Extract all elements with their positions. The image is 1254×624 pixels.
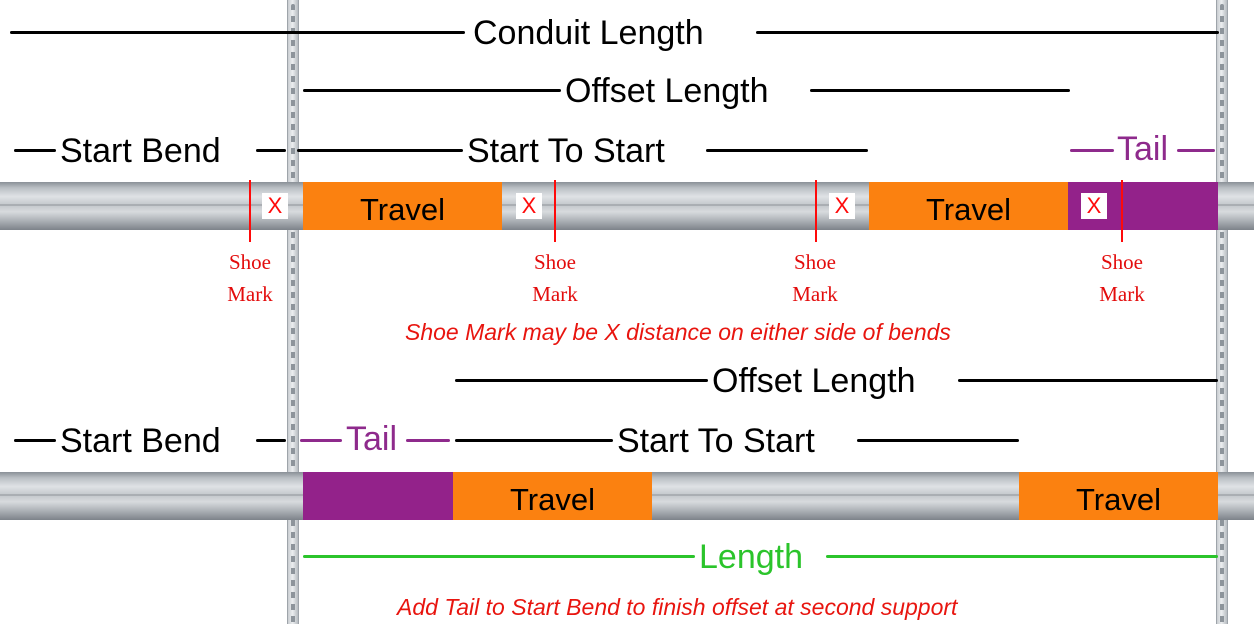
shoe-mark-label-1: Shoe Mark bbox=[215, 246, 285, 310]
shoe-mark-label-3-line2: Mark bbox=[792, 282, 838, 306]
start-to-start-bottom-line-left bbox=[455, 439, 613, 442]
start-to-start-top-line-left bbox=[297, 149, 463, 152]
left-support-strut bbox=[287, 0, 299, 624]
start-to-start-bottom-label: Start To Start bbox=[617, 422, 815, 460]
shoe-mark-note: Shoe Mark may be X distance on either si… bbox=[405, 319, 951, 345]
tail-bottom-label: Tail bbox=[346, 420, 398, 458]
conduit-length-label: Conduit Length bbox=[473, 14, 704, 52]
shoe-mark-label-2-line2: Mark bbox=[532, 282, 578, 306]
shoe-mark-label-4: Shoe Mark bbox=[1087, 246, 1157, 310]
start-to-start-top-line-right bbox=[706, 149, 868, 152]
shoe-mark-line-2 bbox=[554, 180, 556, 242]
offset-length-bottom-line-left bbox=[455, 379, 708, 382]
top-travel-segment-2: Travel bbox=[869, 182, 1068, 230]
shoe-mark-label-2-line1: Shoe bbox=[534, 250, 576, 274]
shoe-mark-line-1 bbox=[249, 180, 251, 242]
tail-top-line-right bbox=[1177, 149, 1215, 152]
right-support-strut bbox=[1216, 0, 1228, 624]
start-to-start-top-label: Start To Start bbox=[467, 132, 665, 170]
shoe-mark-label-1-line2: Mark bbox=[227, 282, 273, 306]
shoe-mark-label-2: Shoe Mark bbox=[520, 246, 590, 310]
x-distance-marker-1: X bbox=[262, 193, 288, 219]
shoe-mark-label-1-line1: Shoe bbox=[229, 250, 271, 274]
conduit-length-line-left bbox=[10, 31, 465, 34]
top-travel-label-2: Travel bbox=[926, 192, 1011, 227]
shoe-mark-label-3: Shoe Mark bbox=[780, 246, 850, 310]
top-travel-label-1: Travel bbox=[360, 192, 445, 227]
offset-length-bottom-line-right bbox=[958, 379, 1218, 382]
tail-top-label: Tail bbox=[1117, 130, 1169, 168]
tail-note: Add Tail to Start Bend to finish offset … bbox=[397, 594, 958, 620]
bottom-travel-label-2: Travel bbox=[1076, 482, 1161, 517]
offset-length-top-label: Offset Length bbox=[565, 72, 769, 110]
start-bend-bottom-line-right bbox=[256, 439, 286, 442]
length-line-right bbox=[826, 555, 1218, 558]
bottom-travel-segment-2: Travel bbox=[1019, 472, 1218, 520]
start-bend-bottom-line-left bbox=[14, 439, 56, 442]
length-line-left bbox=[303, 555, 695, 558]
offset-length-top-line-left bbox=[303, 89, 561, 92]
bottom-travel-segment-1: Travel bbox=[453, 472, 652, 520]
start-bend-top-line-right bbox=[256, 149, 286, 152]
x-distance-marker-2: X bbox=[516, 193, 542, 219]
tail-bottom-line-left bbox=[300, 439, 342, 442]
shoe-mark-label-4-line1: Shoe bbox=[1101, 250, 1143, 274]
length-label: Length bbox=[699, 538, 803, 576]
conduit-length-line-right bbox=[756, 31, 1219, 34]
offset-length-bottom-label: Offset Length bbox=[712, 362, 916, 400]
x-distance-marker-4: X bbox=[1081, 193, 1107, 219]
shoe-mark-label-4-line2: Mark bbox=[1099, 282, 1145, 306]
start-to-start-bottom-line-right bbox=[857, 439, 1019, 442]
offset-length-top-line-right bbox=[810, 89, 1070, 92]
bottom-tail-segment bbox=[303, 472, 453, 520]
bottom-travel-label-1: Travel bbox=[510, 482, 595, 517]
shoe-mark-line-4 bbox=[1121, 180, 1123, 242]
start-bend-bottom-label: Start Bend bbox=[60, 422, 221, 460]
shoe-mark-label-3-line1: Shoe bbox=[794, 250, 836, 274]
start-bend-top-line-left bbox=[14, 149, 56, 152]
top-travel-segment-1: Travel bbox=[303, 182, 502, 230]
tail-bottom-line-right bbox=[406, 439, 450, 442]
shoe-mark-line-3 bbox=[815, 180, 817, 242]
start-bend-top-label: Start Bend bbox=[60, 132, 221, 170]
tail-top-line-left bbox=[1070, 149, 1114, 152]
x-distance-marker-3: X bbox=[829, 193, 855, 219]
